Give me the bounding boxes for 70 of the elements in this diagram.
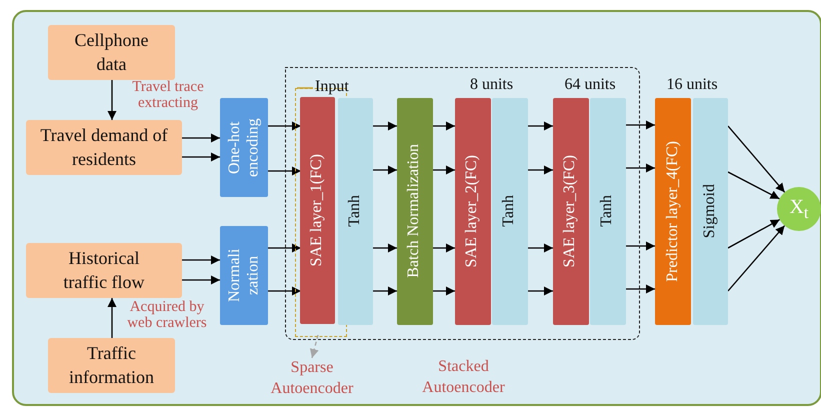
layer-block [552, 98, 588, 324]
arrow [108, 80, 116, 120]
arrow [433, 286, 455, 296]
arrow [373, 122, 397, 130]
arrow [528, 122, 553, 130]
layer-label: SAE layer_2(FC) [463, 154, 482, 268]
arrow [182, 134, 220, 142]
box-label: Travel demand of residents [39, 124, 169, 170]
arrow [310, 334, 319, 358]
layer-label: One-hot encoding [226, 117, 262, 179]
box-label: Cellphone data [74, 29, 150, 76]
unit-count: 16 units [665, 76, 719, 94]
layer-label: Normali zation [226, 248, 262, 304]
arrow [626, 242, 655, 250]
layer-label: Predictor layer_4(FC) [664, 141, 682, 282]
encoder-block [220, 226, 268, 325]
layer-block [454, 98, 490, 324]
layer-label: Sigmoid [701, 184, 720, 239]
normalization-block [396, 98, 432, 324]
layer-label: Batch Normalization [405, 144, 424, 278]
layer-label: Tanh [500, 195, 518, 227]
arrow [528, 286, 553, 296]
unit-count: 64 units [563, 76, 617, 94]
layer-block [655, 98, 691, 325]
arrow [268, 286, 301, 296]
arrow [626, 164, 655, 172]
data-source-box [26, 120, 182, 175]
arrow [728, 225, 786, 292]
layer-label: Tanh [346, 195, 364, 227]
group-title: Sparse Autoencoder [270, 358, 354, 399]
arrow [108, 298, 116, 338]
box-label: Historical traffic flow [62, 247, 146, 294]
arrow [268, 166, 301, 176]
layer-label: Tanh [598, 195, 616, 227]
activation-block [492, 98, 528, 324]
layer-label: SAE layer_3(FC) [561, 154, 580, 268]
arrow [433, 166, 455, 174]
arrow [728, 219, 780, 249]
layer-label: SAE layer_1(FC) [308, 154, 326, 267]
edge-label: Acquired by web crawlers [126, 300, 208, 332]
arrow [528, 166, 553, 174]
arrow [373, 166, 397, 174]
arrow [728, 171, 780, 200]
layer-block [300, 97, 335, 324]
activation-block [338, 98, 372, 324]
arrow [728, 126, 786, 193]
arrow [373, 244, 397, 252]
input-label: Input [315, 78, 349, 96]
activation-block [693, 98, 728, 325]
arrow [626, 120, 655, 130]
activation-block [590, 98, 626, 324]
arrow [182, 152, 220, 162]
data-source-box [48, 25, 175, 80]
arrow [268, 244, 301, 252]
arrow [182, 276, 220, 284]
unit-count: 8 units [468, 76, 514, 94]
arrow [268, 122, 301, 130]
data-source-box [26, 243, 182, 298]
box-label: Traffic information [68, 342, 155, 388]
arrow [182, 256, 220, 264]
edge-label: Travel trace extracting [131, 80, 205, 112]
output-label: X$_{t}$ [789, 196, 809, 222]
arrow [433, 122, 455, 130]
data-source-box [48, 338, 175, 393]
group-title: Stacked Autoencoder [421, 357, 506, 398]
arrow [528, 244, 553, 252]
arrow [373, 286, 397, 296]
arrow [433, 244, 455, 252]
arrow [626, 284, 655, 294]
encoder-block [220, 98, 268, 197]
